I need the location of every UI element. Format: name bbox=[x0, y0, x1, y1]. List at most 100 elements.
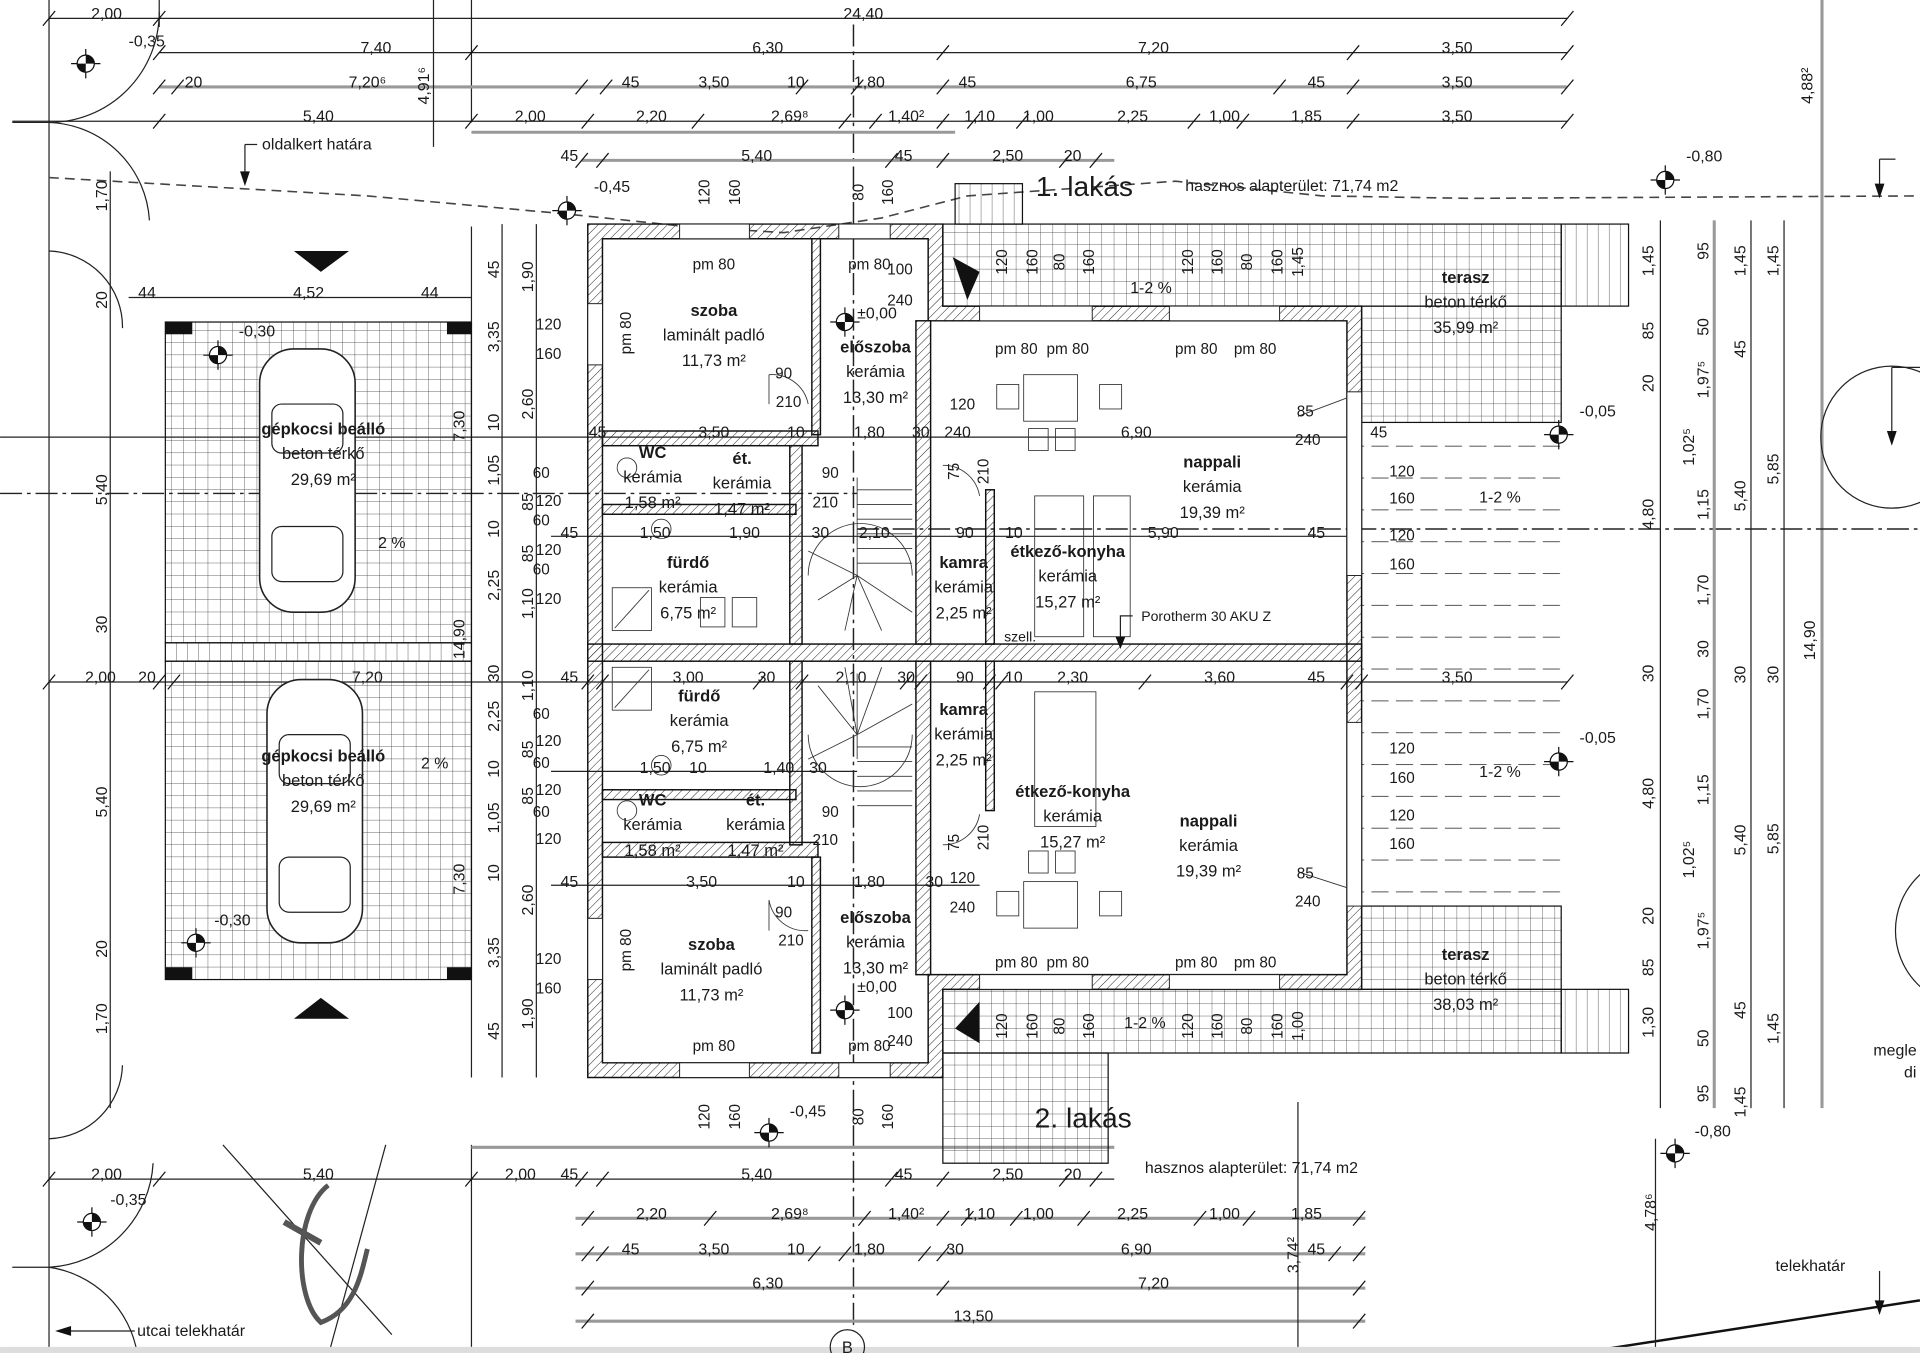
dimension-label: 3,74² bbox=[1285, 1237, 1302, 1273]
dimension-label: 20 bbox=[1641, 374, 1658, 392]
room-name: szoba bbox=[690, 301, 738, 320]
opening-label: 60 bbox=[533, 804, 550, 821]
door-label: 210 bbox=[976, 825, 993, 851]
slope-label: 1-2 % bbox=[1130, 280, 1172, 297]
door-label: 75 bbox=[946, 834, 963, 851]
dimension-label: 45 bbox=[561, 874, 579, 891]
dimension-label: 45 bbox=[561, 525, 579, 542]
dimension-label: 1,45 bbox=[1732, 1086, 1749, 1117]
door-label: 120 bbox=[950, 396, 976, 413]
room-area: 11,73 m² bbox=[679, 985, 743, 1004]
dimension-label: 45 bbox=[589, 425, 607, 442]
dimension-label: 1,70 bbox=[94, 180, 111, 211]
parapet-label: pm 80 bbox=[618, 929, 635, 972]
dimension-label: 3,50 bbox=[686, 874, 717, 891]
opening-label: 160 bbox=[1269, 1013, 1286, 1039]
opening-label: 60 bbox=[533, 513, 550, 530]
dimension-label: 4,88² bbox=[1800, 68, 1817, 104]
dimension-label: 10 bbox=[1005, 670, 1023, 687]
dimension-label: 1,10 bbox=[964, 109, 995, 126]
street-boundary-label: utcai telekhatár bbox=[137, 1323, 246, 1340]
dimension-label: 10 bbox=[787, 425, 805, 442]
entry-arrow-down-icon bbox=[293, 251, 350, 272]
unit-title: 1. lakás bbox=[1036, 171, 1133, 202]
opening-label: 80 bbox=[1051, 1018, 1068, 1035]
opening-label: 120 bbox=[1389, 464, 1415, 481]
slope-label: 1-2 % bbox=[1124, 1015, 1166, 1032]
dimension-label: 45 bbox=[1307, 1241, 1325, 1258]
room-floor-finish: kerámia bbox=[846, 362, 906, 381]
opening-label: 120 bbox=[536, 782, 562, 799]
room-area: 15,27 m² bbox=[1040, 832, 1106, 851]
dimension-label: 45 bbox=[1307, 74, 1325, 91]
room-floor-finish: beton térkő bbox=[282, 444, 365, 463]
room-area: 13,30 m² bbox=[843, 958, 909, 977]
level-label: -0,05 bbox=[1580, 403, 1616, 420]
room-floor-finish: beton térkő bbox=[282, 771, 365, 790]
dimension-label: 4,78⁶ bbox=[1643, 1193, 1660, 1231]
room-floor-finish: kerámia bbox=[1183, 477, 1243, 496]
parapet-label: pm 80 bbox=[848, 1038, 891, 1055]
room-name: előszoba bbox=[840, 908, 911, 927]
car-icon bbox=[258, 348, 356, 614]
room-name: WC bbox=[639, 791, 667, 810]
room-area: 1,58 m² bbox=[625, 841, 681, 860]
dimension-label: 2,10 bbox=[836, 670, 867, 687]
ventilation-label: szell. bbox=[1004, 629, 1036, 645]
dimension-label: 20 bbox=[138, 670, 156, 687]
room-floor-finish: kerámia bbox=[846, 933, 906, 952]
dimension-label: 10 bbox=[486, 760, 503, 778]
dimension-label: 30 bbox=[912, 425, 930, 442]
room-floor-finish: kerámia bbox=[670, 711, 730, 730]
room-area: 38,03 m² bbox=[1433, 995, 1499, 1014]
room-floor-finish: kerámia bbox=[713, 474, 773, 493]
opening-label: 240 bbox=[1295, 432, 1321, 449]
dimension-label: 1,90 bbox=[520, 998, 537, 1029]
door-label: 90 bbox=[775, 904, 792, 921]
dimension-label: 85 bbox=[1641, 322, 1658, 340]
level-marker-icon bbox=[1544, 419, 1574, 450]
room-name: szoba bbox=[688, 935, 736, 954]
dimension-label: 85 bbox=[520, 493, 537, 511]
dimension-label: 10 bbox=[787, 874, 805, 891]
dimension-label: 24,40 bbox=[843, 6, 883, 23]
level-marker-icon bbox=[203, 340, 233, 370]
dimension-label: 45 bbox=[1732, 340, 1749, 358]
dimension-label: 3,50 bbox=[698, 1241, 729, 1258]
dimension-label: 44 bbox=[138, 285, 156, 302]
room-floor-finish: kerámia bbox=[1179, 836, 1239, 855]
door-label: 90 bbox=[822, 804, 839, 821]
unit-title: 2. lakás bbox=[1035, 1103, 1132, 1134]
dimension-label: 10 bbox=[486, 864, 503, 882]
dimension-label: 1,45 bbox=[1765, 245, 1782, 276]
room-floor-finish: kerámia bbox=[934, 578, 994, 597]
room-name: gépkocsi beálló bbox=[261, 420, 385, 439]
room-area: 19,39 m² bbox=[1176, 862, 1242, 881]
dimension-label: 1,05 bbox=[486, 802, 503, 833]
dimension-label: 1,85 bbox=[1291, 1206, 1322, 1223]
dimension-label: 2,20 bbox=[636, 1206, 667, 1223]
dimension-label: 50 bbox=[1696, 318, 1713, 336]
dimension-label: 5,85 bbox=[1765, 453, 1782, 484]
room-area: 29,69 m² bbox=[291, 797, 357, 816]
dimension-label: 10 bbox=[1005, 525, 1023, 542]
dimension-label: 45 bbox=[1732, 1001, 1749, 1019]
opening-label: 120 bbox=[696, 179, 713, 205]
room-floor-finish: beton térkő bbox=[1424, 969, 1507, 988]
door-label: 90 bbox=[775, 366, 792, 383]
dimension-label: 95 bbox=[1696, 242, 1713, 260]
parapet-label: pm 80 bbox=[693, 1038, 736, 1055]
dimension-label: 44 bbox=[421, 285, 439, 302]
door-label: 100 bbox=[887, 1005, 913, 1022]
room-area: 1,47 m² bbox=[728, 841, 784, 860]
opening-label: 160 bbox=[536, 346, 562, 363]
dimension-label: 5,40 bbox=[94, 474, 111, 505]
level-marker-icon bbox=[77, 1207, 107, 1237]
level-marker-icon bbox=[552, 195, 582, 226]
dimension-label: 30 bbox=[758, 670, 776, 687]
existing-label: di bbox=[1904, 1065, 1916, 1082]
opening-label: 1,00 bbox=[1290, 1011, 1307, 1041]
parapet-label: pm 80 bbox=[1175, 341, 1218, 358]
dimension-label: 7,40 bbox=[360, 40, 391, 57]
